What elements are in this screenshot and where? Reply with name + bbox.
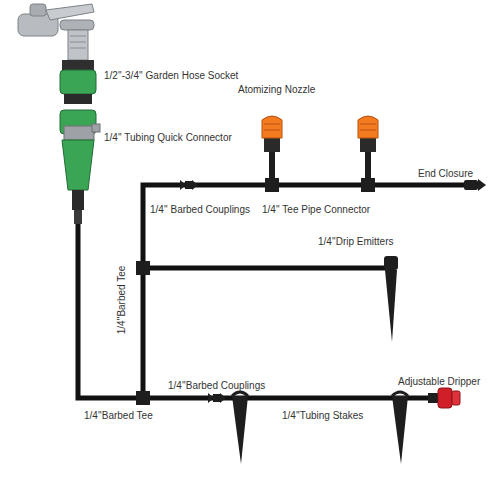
part-label: 1/4''Barbed Tee — [116, 266, 128, 335]
part-label: End Closure — [418, 168, 473, 180]
part-label: 1/2''-3/4'' Garden Hose Socket — [104, 70, 238, 82]
part-label: 1/4''Barbed Couplings — [168, 380, 265, 392]
barbed-tee — [136, 261, 150, 405]
part-label: Adjustable Dripper — [398, 376, 480, 388]
part-label: Atomizing Nozzle — [238, 84, 315, 96]
faucet — [18, 4, 94, 60]
adjustable-dripper — [428, 388, 460, 408]
tubing-stake — [232, 392, 408, 464]
part-label: 1/4'' Tee Pipe Connector — [262, 204, 370, 216]
part-label: 1/4'' Tubing Quick Connector — [104, 132, 232, 144]
part-label: 1/4''Drip Emitters — [318, 236, 394, 248]
part-label: 1/4''Barbed Tee — [84, 410, 153, 422]
drip-emitter — [384, 256, 398, 342]
hose-socket — [60, 60, 96, 104]
atomizing-nozzle — [262, 116, 378, 192]
quick-connector — [60, 110, 100, 224]
end-closure — [464, 179, 486, 191]
part-label: 1/4''Tubing Stakes — [282, 410, 363, 422]
tubing — [78, 185, 466, 398]
part-label: 1/4'' Barbed Couplings — [150, 204, 250, 216]
